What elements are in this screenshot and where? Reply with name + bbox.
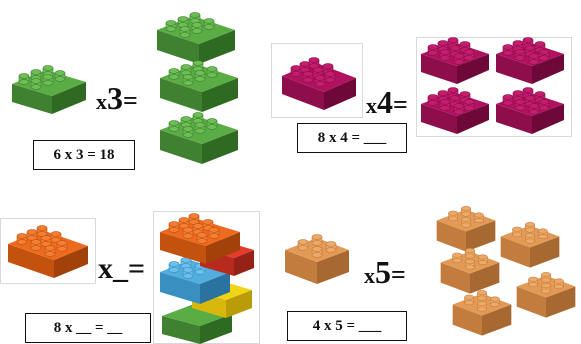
green-brick-icon: [12, 65, 86, 114]
equals-sign: =: [393, 90, 408, 119]
times-sign: x: [364, 263, 375, 288]
multiplier: 5: [375, 254, 391, 290]
magenta-brick-icon: [282, 57, 356, 110]
equals-sign: =: [128, 252, 146, 285]
times-sign: x: [98, 252, 113, 285]
magenta-brick-icon: [496, 37, 564, 84]
multiply-by-three: x3=: [96, 82, 138, 114]
orange-brick-icon: [8, 225, 88, 278]
equation-box: 8 x 4 = ___: [297, 123, 407, 153]
times-sign: x: [366, 93, 377, 118]
magenta-brick-icon: [421, 87, 489, 134]
multiply-by-five: x5=: [364, 256, 406, 288]
equals-sign: =: [391, 260, 406, 289]
equation-box: 4 x 5 = ___: [287, 311, 407, 341]
multiplier: _: [113, 252, 128, 285]
green-brick-icon: [157, 12, 235, 64]
magenta-brick-icon: [496, 87, 564, 134]
equation-box: 6 x 3 = 18: [33, 140, 135, 170]
tan-brick-icon: [285, 234, 349, 284]
magenta-brick-icon: [421, 37, 489, 84]
multiplier: 4: [377, 84, 393, 120]
tan-brick-icon: [500, 221, 560, 268]
multiply-by-blank: x_=: [98, 254, 145, 284]
brick-tower-icon: [160, 213, 254, 344]
equals-sign: =: [123, 86, 138, 115]
multiplier: 3: [107, 80, 123, 116]
tan-brick-icon: [440, 247, 500, 294]
green-brick-icon: [160, 112, 238, 164]
green-brick-icon: [160, 60, 238, 112]
equation-box: 8 x __ = __: [25, 313, 151, 343]
tan-brick-icon: [452, 289, 512, 336]
times-sign: x: [96, 89, 107, 114]
tan-brick-icon: [516, 271, 576, 318]
multiply-by-four: x4=: [366, 86, 408, 118]
tan-brick-icon: [436, 205, 496, 252]
